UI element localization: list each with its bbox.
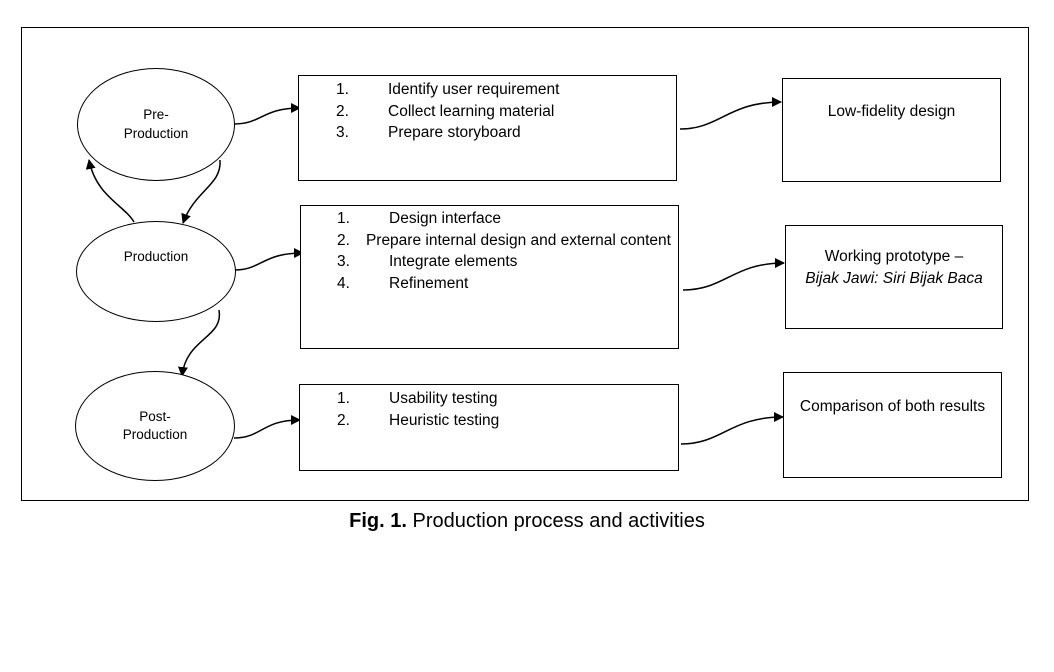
figure-caption: Fig. 1. Production process and activitie… xyxy=(0,510,1054,533)
result-text: Low-fidelity design xyxy=(827,103,956,120)
list-item: 4. Refinement xyxy=(337,274,469,292)
prototype-name: Bijak Jawi: Siri Bijak Baca xyxy=(805,270,983,287)
list-item: 2.Prepare internal design and external c… xyxy=(337,231,671,249)
result-low-fidelity-design: Low-fidelity design xyxy=(782,78,1001,182)
activities-post-production: 1. Usability testing 2. Heuristic testin… xyxy=(299,384,679,471)
arrow-activities-to-comparison xyxy=(680,412,784,445)
list-item: 3. Integrate elements xyxy=(337,253,518,270)
activities-production: 1. Design interface 2.Prepare internal d… xyxy=(300,205,679,349)
stage-production-label: Production xyxy=(123,249,189,265)
list-item: 2. Heuristic testing xyxy=(337,411,500,429)
stage-production: Production xyxy=(76,221,236,322)
stage-post-production: Post- Production xyxy=(75,371,235,481)
figure-label: Fig. 1. xyxy=(349,510,407,532)
result-text: Comparison of both results xyxy=(799,398,986,415)
result-text: Working prototype – xyxy=(824,248,964,265)
list-item: 1. Identify user requirement xyxy=(336,81,560,98)
arrow-pre-to-production xyxy=(181,159,221,224)
arrow-production-to-post xyxy=(177,309,221,377)
stage-pre-production: Pre- Production xyxy=(77,68,235,181)
arrow-production-back-to-pre xyxy=(85,159,135,223)
stage-pre-production-label: Pre- Production xyxy=(123,107,189,141)
result-working-prototype: Working prototype – Bijak Jawi: Siri Bij… xyxy=(785,225,1003,329)
figure-caption-text: Production process and activities xyxy=(406,510,705,532)
list-item: 1. Design interface xyxy=(337,210,502,227)
activities-pre-production: 1. Identify user requirement 2. Collect … xyxy=(298,75,677,181)
stage-post-production-label: Post- Production xyxy=(122,408,188,442)
arrow-pre-to-activities xyxy=(233,103,301,125)
list-item: 1. Usability testing xyxy=(337,390,498,407)
result-comparison: Comparison of both results xyxy=(783,372,1002,478)
arrow-activities-to-low-fidelity xyxy=(679,97,782,130)
arrow-prod-to-activities xyxy=(233,248,304,271)
list-item: 3. Prepare storyboard xyxy=(336,124,521,141)
arrow-post-to-activities xyxy=(233,415,301,439)
diagram-frame xyxy=(21,27,1029,501)
list-item: 2. Collect learning material xyxy=(336,102,555,120)
arrow-activities-to-prototype xyxy=(682,258,785,291)
